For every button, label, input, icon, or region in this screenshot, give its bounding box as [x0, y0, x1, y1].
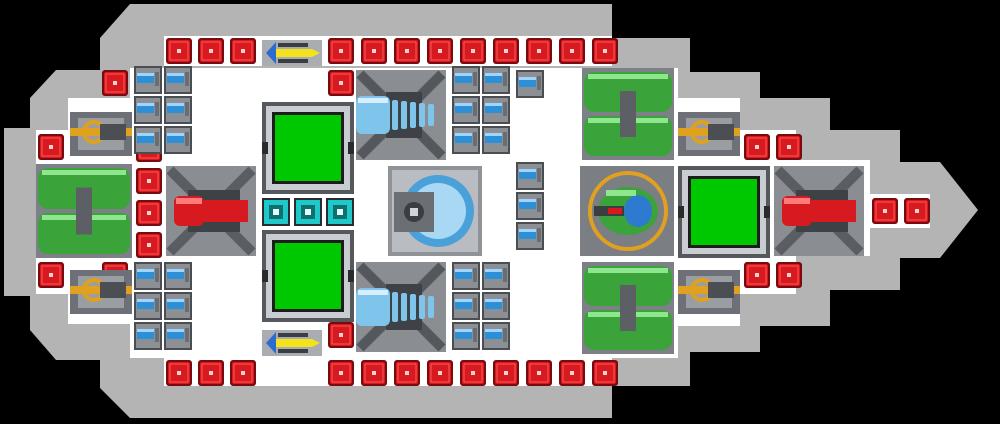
- armor-block: [744, 134, 770, 160]
- battery-cell: [482, 262, 510, 290]
- battery-cell: [482, 126, 510, 154]
- cyan-shield-node: [262, 198, 290, 226]
- blue-coolant-drill: [356, 70, 446, 160]
- green-generator: [36, 164, 132, 258]
- armor-block: [361, 38, 387, 64]
- armor-block: [460, 38, 486, 64]
- armor-block: [328, 360, 354, 386]
- armor-block: [559, 360, 585, 386]
- armor-block: [328, 70, 354, 96]
- armor-block: [592, 38, 618, 64]
- battery-cell: [134, 292, 162, 320]
- battery-cell: [516, 192, 544, 220]
- battery-cell: [134, 96, 162, 124]
- green-generator: [582, 68, 674, 160]
- green-bridge-core: [580, 166, 674, 256]
- armor-block: [427, 38, 453, 64]
- armor-block: [592, 360, 618, 386]
- armor-block: [427, 360, 453, 386]
- red-laser-turret: [166, 166, 256, 256]
- gold-thruster: [678, 112, 740, 156]
- battery-cell: [164, 262, 192, 290]
- battery-cell: [452, 322, 480, 350]
- battery-cell: [134, 66, 162, 94]
- battery-cell: [134, 126, 162, 154]
- battery-cell: [452, 262, 480, 290]
- gold-thruster: [70, 270, 132, 314]
- yellow-missile-launcher: [262, 40, 322, 66]
- red-laser-turret: [774, 166, 864, 256]
- cyan-shield-node: [326, 198, 354, 226]
- battery-cell: [482, 66, 510, 94]
- armor-block: [102, 70, 128, 96]
- green-generator: [582, 262, 674, 354]
- green-console: [262, 230, 354, 322]
- armor-block: [526, 360, 552, 386]
- yellow-missile-launcher: [262, 330, 322, 356]
- battery-cell: [164, 96, 192, 124]
- green-console: [262, 102, 354, 194]
- battery-cell: [516, 162, 544, 190]
- armor-block: [744, 262, 770, 288]
- battery-cell: [164, 66, 192, 94]
- armor-block: [328, 38, 354, 64]
- armor-block: [230, 360, 256, 386]
- armor-block: [526, 38, 552, 64]
- blue-coolant-drill: [356, 262, 446, 352]
- armor-block: [460, 360, 486, 386]
- armor-block: [872, 198, 898, 224]
- battery-cell: [452, 66, 480, 94]
- armor-block: [904, 198, 930, 224]
- armor-block: [493, 38, 519, 64]
- battery-cell: [482, 322, 510, 350]
- battery-cell: [482, 292, 510, 320]
- armor-block: [166, 38, 192, 64]
- battery-cell: [164, 126, 192, 154]
- armor-block: [776, 262, 802, 288]
- armor-block: [38, 134, 64, 160]
- armor-block: [136, 232, 162, 258]
- battery-cell: [482, 96, 510, 124]
- battery-cell: [452, 292, 480, 320]
- armor-block: [328, 322, 354, 348]
- green-console: [678, 166, 770, 258]
- armor-block: [166, 360, 192, 386]
- battery-cell: [164, 322, 192, 350]
- armor-block: [38, 262, 64, 288]
- armor-block: [776, 134, 802, 160]
- battery-cell: [516, 222, 544, 250]
- armor-block: [559, 38, 585, 64]
- armor-block: [136, 200, 162, 226]
- armor-block: [136, 168, 162, 194]
- cyan-shield-node: [294, 198, 322, 226]
- battery-cell: [452, 126, 480, 154]
- armor-block: [493, 360, 519, 386]
- armor-block: [198, 38, 224, 64]
- gold-thruster: [678, 270, 740, 314]
- battery-cell: [516, 70, 544, 98]
- armor-block: [198, 360, 224, 386]
- reactor-core: [388, 166, 482, 256]
- gold-thruster: [70, 112, 132, 156]
- armor-block: [230, 38, 256, 64]
- battery-cell: [134, 262, 162, 290]
- modules: [36, 38, 930, 386]
- armor-block: [394, 360, 420, 386]
- battery-cell: [452, 96, 480, 124]
- battery-cell: [134, 322, 162, 350]
- armor-block: [394, 38, 420, 64]
- battery-cell: [164, 292, 192, 320]
- armor-block: [361, 360, 387, 386]
